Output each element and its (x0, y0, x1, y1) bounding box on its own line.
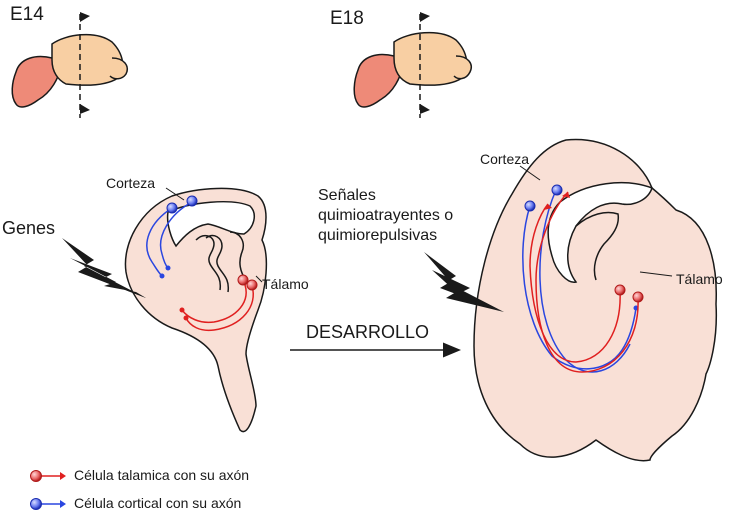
brain-section-e14 (124, 187, 268, 433)
stage-label-e18: E18 (330, 8, 364, 29)
cortical-cell-e14-2 (186, 195, 198, 207)
legend-cortical-marker (30, 498, 66, 510)
lightning-bolt-icon-e18 (432, 270, 504, 312)
lightning-bolt-shadow-e18 (424, 252, 504, 312)
factor-label-e18: Señales quimioatrayentes o quimiorepulsi… (318, 187, 454, 244)
lightning-bolt-shadow-e14 (62, 238, 146, 298)
cortex-label-e14: Corteza (106, 175, 156, 191)
thalamus-pointer-e14 (255, 275, 263, 283)
cortical-axons-e14 (146, 201, 193, 279)
cortex-label-e18: Corteza (480, 151, 530, 167)
brain-section-e18 (473, 138, 718, 462)
cortical-cell-e14-1 (166, 202, 178, 214)
thalamic-axons-e14 (179, 281, 254, 332)
thalamic-cell-e14-2 (246, 279, 258, 291)
development-label: DESARROLLO (306, 322, 430, 342)
brain-icon-e14 (11, 12, 128, 118)
lightning-bolt-icon-e14 (70, 258, 146, 298)
legend-thalamic-marker (30, 470, 66, 482)
brain-icon-e18 (353, 12, 472, 118)
cortical-cell-e18-1 (524, 200, 536, 212)
legend-cortical-label: Célula cortical con su axón (74, 495, 242, 511)
thalamic-cell-e18-2 (632, 291, 644, 303)
thalamic-cell-e18-1 (614, 284, 626, 296)
thalamic-axons-e18 (529, 191, 639, 373)
factor-label-e14: Genes (2, 218, 56, 238)
thalamus-label-e14: Tálamo (262, 276, 309, 292)
thalamus-label-e18: Tálamo (676, 271, 723, 287)
thalamic-cell-e14-1 (237, 274, 249, 286)
legend-thalamic-label: Célula talamica con su axón (74, 467, 250, 483)
cortical-cell-e18-2 (551, 184, 563, 196)
stage-label-e14: E14 (10, 4, 44, 25)
cortex-pointer-e18 (519, 165, 541, 181)
thalamus-pointer-e18 (639, 271, 673, 277)
cortex-pointer-e14 (165, 187, 185, 201)
